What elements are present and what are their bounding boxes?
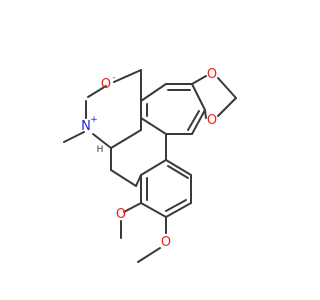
bond-lines (63, 69, 237, 263)
methoxy-oxygen-label: O (116, 207, 126, 222)
bond (165, 159, 192, 176)
chemical-structure-diagram: O O O - N + O O H (63, 67, 237, 263)
n-oxide-charge-label: - (112, 73, 115, 83)
bond (113, 69, 142, 83)
oxygen-atom-label: O (207, 67, 217, 82)
methoxy-oxygen-label: O (161, 235, 171, 250)
bond (165, 199, 187, 212)
bond (167, 165, 189, 179)
bond (140, 159, 167, 176)
bond (217, 77, 237, 99)
bond (110, 129, 142, 149)
bond (110, 169, 137, 187)
bond (191, 83, 206, 111)
bond (204, 109, 207, 119)
bond (187, 110, 200, 131)
nitrogen-atom-label: N (81, 119, 91, 134)
n-oxide-oxygen-label: O (101, 77, 111, 92)
stereo-hydrogen-label: H (97, 145, 104, 155)
bond (140, 202, 167, 218)
bond (217, 97, 237, 117)
atom-labels: O O O - N + O O H (81, 67, 217, 250)
bond (63, 131, 85, 143)
nitrogen-charge-label: + (90, 115, 98, 125)
bond (137, 247, 161, 263)
bond (165, 202, 192, 218)
bond (191, 75, 207, 85)
bond (92, 133, 112, 149)
bond (87, 85, 107, 98)
bond (135, 174, 142, 187)
bond (123, 202, 142, 213)
oxygen-atom-label: O (207, 113, 217, 128)
bond (140, 83, 167, 102)
bond (140, 117, 167, 135)
bond (191, 109, 206, 135)
